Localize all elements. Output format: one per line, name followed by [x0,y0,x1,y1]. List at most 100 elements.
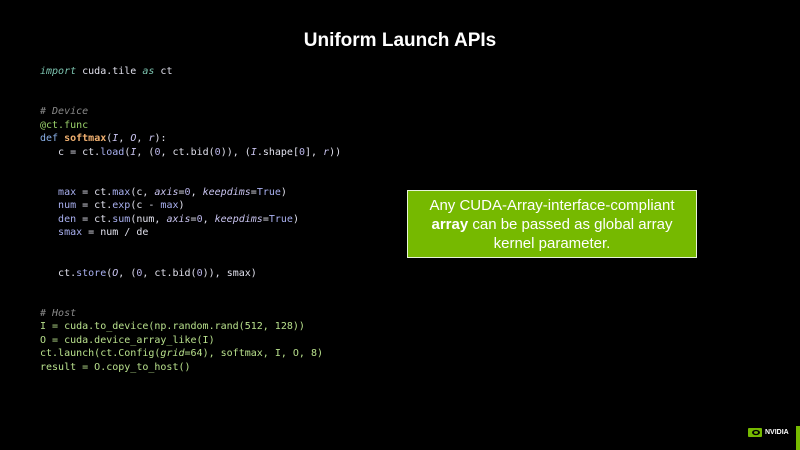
code-token: 0 [214,146,221,158]
code-token: 0 [298,146,306,158]
code-token: = [250,186,257,198]
code-token: ) [178,200,185,212]
code-token: ( [106,267,113,279]
code-token: ct. [40,267,77,279]
slide-title: Uniform Launch APIs [303,30,497,51]
callout-bold-word: array [431,215,469,233]
code-token: num [40,200,77,212]
code-token: keepdims [214,213,263,225]
code-token: result = O.copy_to_host() [40,361,191,373]
code-token: # Device [40,106,89,118]
code-token: r [148,133,155,145]
code-token: smax [40,227,83,239]
code-token: , ( [118,267,137,279]
callout-box: Any CUDA-Array-interface-compliant array… [407,190,697,258]
code-token: max [40,186,77,198]
code-token: store [76,267,107,279]
code-token: 0 [136,267,143,279]
callout-line1: Any CUDA-Array-interface-compliant [429,196,675,214]
code-token: = [262,213,269,225]
code-token: 0 [154,146,161,158]
code-token: ( [106,133,113,145]
code-token: max [160,200,179,212]
code-token: )), smax) [202,267,257,279]
code-token: (c, [130,186,155,198]
code-line: I = cuda.to_device(np.random.rand(512, 1… [40,320,341,333]
code-token: = ct. [76,200,113,212]
code-token: softmax [64,133,107,145]
code-token: , [118,133,131,145]
code-line: max = ct.max(c, axis=0, keepdims=True) [40,186,341,199]
code-token: , ct.bid( [160,146,215,158]
code-line: result = O.copy_to_host() [40,361,341,374]
code-token: O [112,267,119,279]
code-token: )), ( [220,146,251,158]
code-token: den [40,213,77,225]
code-token: = ct. [76,186,113,198]
code-token: ) [292,213,299,225]
code-token: .shape[ [256,146,299,158]
code-token: as [142,66,155,77]
code-token: axis [166,213,191,225]
code-token: @ct.func [40,119,89,131]
code-token: )) [329,146,342,158]
code-line [40,240,341,253]
code-line: @ct.func [40,119,341,132]
code-token: ], [305,146,324,158]
code-token: cuda.tile [76,66,143,77]
code-token: = [190,213,197,225]
code-token: ): [154,133,167,145]
code-token: , ( [136,146,155,158]
code-token: = [178,186,185,198]
code-token: axis [154,186,179,198]
code-token: 0 [184,186,191,198]
nvidia-logo: NVIDIA [748,428,789,437]
code-token: I [112,133,119,145]
code-token: = ct. [76,213,113,225]
code-token: keepdims [202,186,251,198]
code-line: num = ct.exp(c - max) [40,199,341,212]
callout-line2: can be passed as global array [468,215,673,233]
code-token: r [323,146,330,158]
code-token: , [136,133,149,145]
code-token: max [112,186,131,198]
code-token: , [202,213,215,225]
code-line [40,173,341,186]
callout-line3: kernel parameter. [493,234,611,252]
code-line: smax = num / de [40,226,341,239]
code-token: # Host [40,307,77,319]
code-token: True [268,213,293,225]
code-token: True [256,186,281,198]
logo-text: NVIDIA [765,429,789,436]
code-token: ( [124,146,131,158]
code-block: import cuda.tile as ct # Device@ct.func de… [40,65,341,374]
code-token: = num / de [82,227,149,239]
code-token: I [130,146,137,158]
code-token: sum [112,213,131,225]
code-line: O = cuda.device_array_like(I) [40,334,341,347]
code-token: , [190,186,203,198]
code-token: def [40,133,65,145]
code-line: # Device [40,105,341,118]
code-line: ct.store(O, (0, ct.bid(0)), smax) [40,267,341,280]
code-token: load [100,146,125,158]
accent-bar [796,426,800,450]
code-token: I = cuda.to_device(np.random.rand(512, 1… [40,321,305,333]
code-line [40,78,341,91]
callout-text: Any CUDA-Array-interface-compliant array… [429,196,674,253]
code-token: import [40,66,77,77]
code-token: c = ct. [40,146,101,158]
code-line [40,159,341,172]
code-line: den = ct.sum(num, axis=0, keepdims=True) [40,213,341,226]
code-token: ) [280,186,287,198]
code-token: 0 [196,267,203,279]
nvidia-eye-icon [748,428,762,437]
code-line: import cuda.tile as ct [40,65,341,78]
code-line [40,92,341,105]
code-line: c = ct.load(I, (0, ct.bid(0)), (I.shape[… [40,146,341,159]
code-token: , ct.bid( [142,267,197,279]
code-token: O [130,133,137,145]
code-token: ct [154,66,173,77]
code-token: (c - [130,200,161,212]
code-token: exp [112,200,131,212]
